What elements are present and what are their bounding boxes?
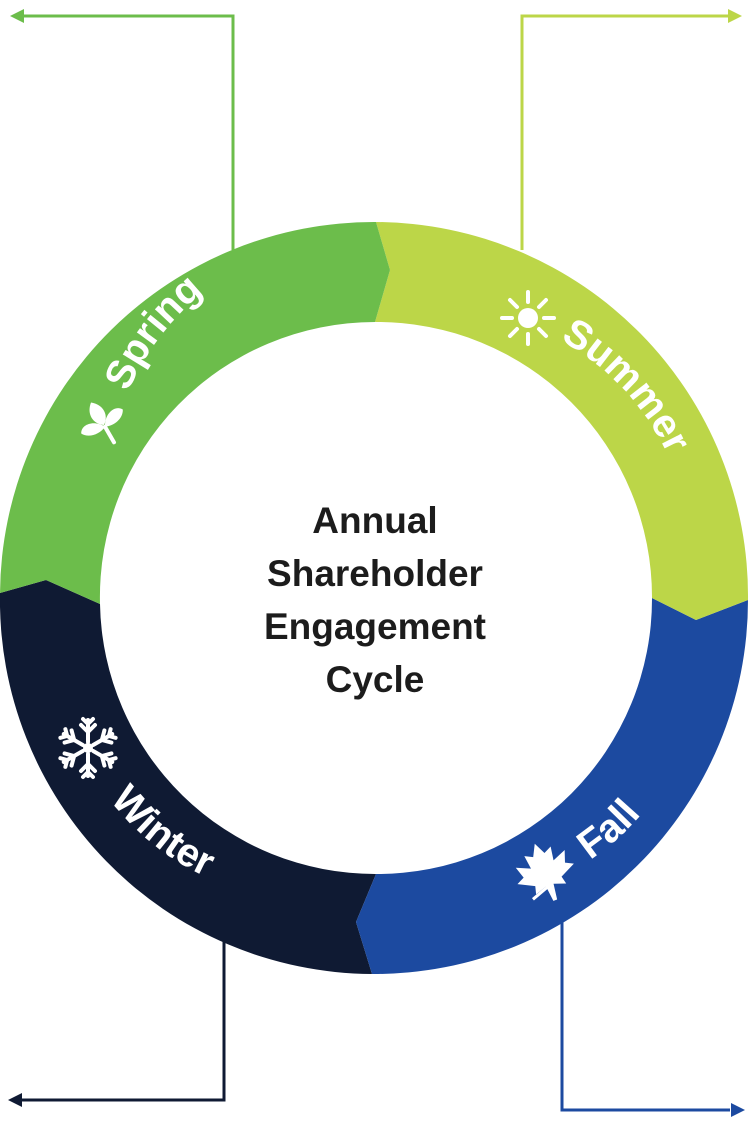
snowflake-icon xyxy=(57,717,119,779)
connector-fall xyxy=(560,920,745,1117)
connector-winter xyxy=(8,940,226,1107)
center-title-line-2: Shareholder xyxy=(267,553,483,594)
center-title-line-4: Cycle xyxy=(326,659,425,700)
fall-segment xyxy=(356,598,748,975)
sun-icon xyxy=(500,290,556,346)
center-title-line-1: Annual xyxy=(312,500,437,541)
connector-spring xyxy=(10,9,235,250)
center-title-line-3: Engagement xyxy=(264,606,486,647)
maple-leaf-icon xyxy=(515,843,574,901)
spring-segment xyxy=(0,221,390,604)
summer-segment xyxy=(375,222,749,620)
connector-summer xyxy=(520,9,742,250)
sprout-icon xyxy=(81,402,123,445)
winter-segment xyxy=(0,580,376,974)
